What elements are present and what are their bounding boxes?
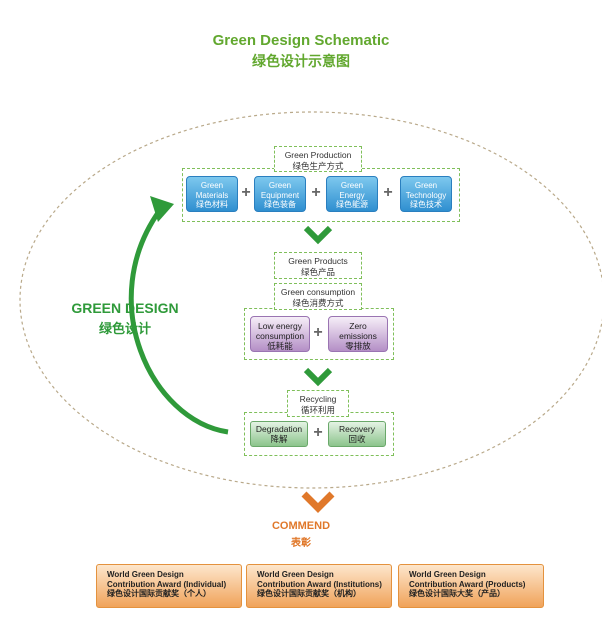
recycling-label: Recycling 循环利用 bbox=[287, 390, 349, 417]
green-design-label: GREEN DESIGN bbox=[71, 300, 179, 316]
award-institutions: World Green Design Contribution Award (I… bbox=[246, 564, 392, 608]
technology-box: Green Technology 绿色技术 bbox=[400, 176, 452, 212]
award-products: World Green Design Contribution Award (P… bbox=[398, 564, 544, 608]
products-label: Green Products 绿色产品 bbox=[274, 252, 362, 279]
plus-2: + bbox=[311, 184, 321, 201]
commend-label-zh: 表彰 bbox=[291, 538, 311, 549]
plus-3: + bbox=[383, 184, 393, 201]
production-label-en: Green Production bbox=[284, 150, 352, 160]
green-design-label-zh: 绿色设计 bbox=[98, 321, 151, 336]
plus-5: + bbox=[313, 424, 323, 441]
production-label: Green Production 绿色生产方式 bbox=[274, 146, 362, 172]
green-design-ellipse bbox=[19, 111, 602, 489]
plus-1: + bbox=[241, 184, 251, 201]
production-label-zh: 绿色生产方式 bbox=[292, 161, 344, 171]
recovery-box: Recovery 回收 bbox=[328, 421, 386, 447]
zero-emissions-box: Zero emissions 零排放 bbox=[328, 316, 388, 352]
equipment-box: Green Equipment 绿色装备 bbox=[254, 176, 306, 212]
page-title: Green Design Schematic bbox=[212, 32, 390, 49]
low-energy-box: Low energy consumption 低耗能 bbox=[250, 316, 310, 352]
commend-label: COMMEND bbox=[271, 520, 331, 532]
page-title-zh: 绿色设计示意图 bbox=[252, 53, 350, 69]
chevron-arrow-1 bbox=[303, 225, 333, 245]
degradation-box: Degradation 降解 bbox=[250, 421, 308, 447]
green-design-arrowhead bbox=[150, 196, 174, 222]
award-individual: World Green Design Contribution Award (I… bbox=[96, 564, 242, 608]
plus-4: + bbox=[313, 324, 323, 341]
energy-box: Green Energy 绿色能源 bbox=[326, 176, 378, 212]
consumption-label: Green consumption 绿色消费方式 bbox=[274, 283, 362, 310]
materials-box: Green Materials 绿色材料 bbox=[186, 176, 238, 212]
green-design-curved-arrow bbox=[128, 208, 229, 435]
chevron-arrow-2 bbox=[303, 367, 333, 387]
chevron-arrow-orange bbox=[301, 491, 335, 513]
